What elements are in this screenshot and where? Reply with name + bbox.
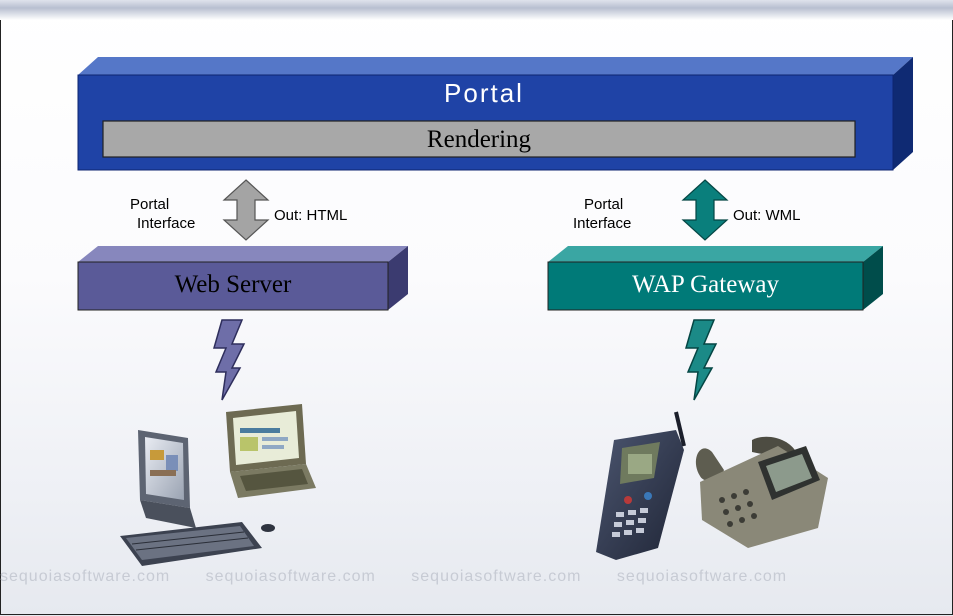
left-output-label: Out: HTML — [274, 207, 348, 224]
watermark-text: sequoiasoftware.com — [411, 568, 582, 585]
lightning-bolt-icon — [685, 319, 718, 401]
watermark: sequoiasoftware.com sequoiasoftware.com … — [0, 568, 953, 592]
watermark-text: sequoiasoftware.com — [0, 568, 171, 585]
web-server-box — [77, 246, 408, 311]
right-interface-label-line2: Interface — [573, 215, 632, 232]
double-arrow-icon — [681, 179, 729, 241]
mobile-phone-icon — [596, 411, 686, 560]
rendering-label: Rendering — [426, 126, 532, 153]
wap-gateway-box — [547, 246, 883, 311]
left-interface-label-line2: Interface — [137, 215, 196, 232]
slide-top-bar — [0, 0, 953, 20]
left-interface-label-line1: Portal — [130, 196, 170, 213]
portal-title: Portal — [444, 78, 524, 108]
watermark-text: sequoiasoftware.com — [205, 568, 376, 585]
wap-gateway-label: WAP Gateway — [632, 271, 779, 298]
desk-phone-icon — [695, 436, 828, 548]
web-server-label: Web Server — [174, 271, 292, 298]
right-output-label: Out: WML — [733, 207, 801, 224]
lightning-bolt-icon — [213, 319, 246, 401]
double-arrow-icon — [222, 179, 270, 241]
rendering-box — [102, 120, 856, 158]
right-interface-label-line1: Portal — [584, 196, 624, 213]
watermark-text: sequoiasoftware.com — [616, 568, 788, 585]
desktop-computer-icon — [120, 430, 275, 566]
laptop-icon — [226, 404, 316, 498]
